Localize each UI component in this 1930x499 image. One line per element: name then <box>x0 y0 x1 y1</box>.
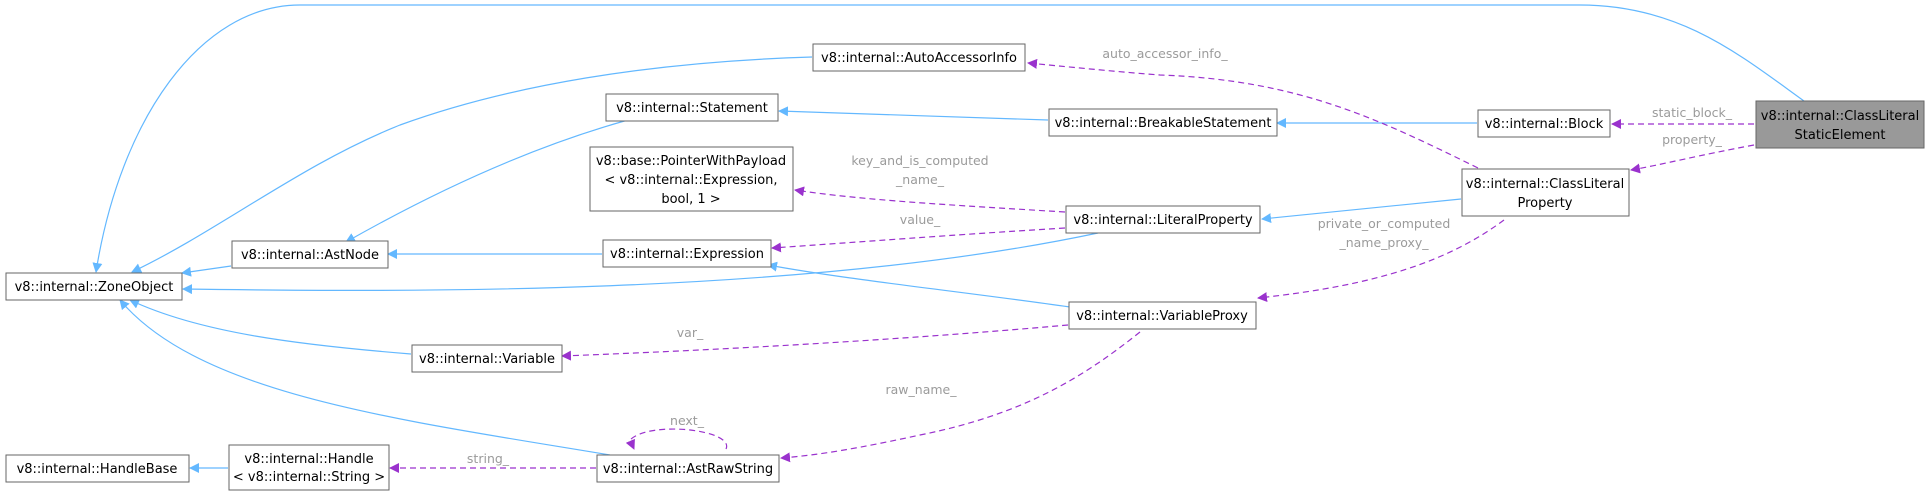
node-ast-node[interactable]: v8::internal::AstNode <box>231 240 389 269</box>
edge-raw-name-usage <box>780 331 1141 463</box>
node-expression[interactable]: v8::internal::Expression <box>602 239 772 268</box>
svg-text:v8::base::PointerWithPayload: v8::base::PointerWithPayload <box>596 154 786 169</box>
edge-static-element-to-zone-object <box>92 4 1805 273</box>
node-auto-accessor-info[interactable]: v8::internal::AutoAccessorInfo <box>812 43 1026 72</box>
node-handle-string[interactable]: v8::internal::Handle < v8::internal::Str… <box>228 444 390 491</box>
svg-text:StaticElement: StaticElement <box>1795 128 1886 143</box>
node-ast-raw-string[interactable]: v8::internal::AstRawString <box>596 454 780 483</box>
edge-value-usage <box>771 227 1066 253</box>
node-pointer-with-payload[interactable]: v8::base::PointerWithPayload < v8::inter… <box>589 146 794 212</box>
edge-labels: auto_accessor_info_ static_block_ proper… <box>467 46 1733 466</box>
svg-text:v8::internal::Expression: v8::internal::Expression <box>610 247 764 262</box>
node-class-literal-static-element[interactable]: v8::internal::ClassLiteral StaticElement <box>1755 100 1925 149</box>
edge-auto-accessor-info-usage <box>1027 58 1479 169</box>
node-variable-proxy[interactable]: v8::internal::VariableProxy <box>1068 301 1257 330</box>
edge-next-usage <box>625 428 727 450</box>
edge-key-and-is-computed-usage <box>794 186 1066 213</box>
label-key-and-is-computed-line2: _name_ <box>895 172 945 187</box>
svg-text:v8::internal::VariableProxy: v8::internal::VariableProxy <box>1076 309 1248 324</box>
svg-text:v8::internal::ZoneObject: v8::internal::ZoneObject <box>15 280 174 295</box>
svg-text:v8::internal::HandleBase: v8::internal::HandleBase <box>17 462 178 477</box>
node-literal-property[interactable]: v8::internal::LiteralProperty <box>1065 205 1261 234</box>
svg-text:v8::internal::BreakableStateme: v8::internal::BreakableStatement <box>1055 116 1272 131</box>
svg-text:< v8::internal::String >: < v8::internal::String > <box>233 470 385 485</box>
label-key-and-is-computed-line1: key_and_is_computed <box>851 153 988 168</box>
edge-property-usage <box>1630 144 1755 174</box>
node-statement[interactable]: v8::internal::Statement <box>605 93 779 122</box>
node-variable[interactable]: v8::internal::Variable <box>411 344 563 373</box>
edge-ast-raw-string-to-zone-object <box>119 299 611 456</box>
label-auto-accessor-info: auto_accessor_info_ <box>1102 46 1228 61</box>
edge-statement-to-ast-node <box>345 119 629 243</box>
svg-text:v8::internal::LiteralProperty: v8::internal::LiteralProperty <box>1073 213 1253 228</box>
label-static-block: static_block_ <box>1652 105 1733 120</box>
label-value: value_ <box>900 212 941 227</box>
svg-text:< v8::internal::Expression,: < v8::internal::Expression, <box>604 173 777 188</box>
svg-text:v8::internal::ClassLiteral: v8::internal::ClassLiteral <box>1466 177 1624 192</box>
svg-text:v8::internal::Handle: v8::internal::Handle <box>244 452 373 467</box>
node-handle-base[interactable]: v8::internal::HandleBase <box>5 454 190 483</box>
label-string: string_ <box>467 451 510 466</box>
edge-literal-property-to-zone-object <box>182 232 1099 295</box>
edge-breakable-to-statement <box>778 106 1049 121</box>
edge-private-or-computed-usage <box>1257 219 1505 303</box>
svg-text:v8::internal::AstRawString: v8::internal::AstRawString <box>603 462 773 477</box>
edge-var-usage <box>561 324 1069 361</box>
inheritance-edges <box>92 4 1805 473</box>
edge-variable-proxy-to-expression <box>767 261 1071 308</box>
edge-auto-accessor-to-zone-object <box>131 56 813 273</box>
svg-text:Property: Property <box>1517 196 1572 211</box>
label-private-or-computed-line2: _name_proxy_ <box>1338 235 1429 250</box>
node-zone-object[interactable]: v8::internal::ZoneObject <box>5 272 183 301</box>
svg-text:v8::internal::ClassLiteral: v8::internal::ClassLiteral <box>1761 109 1919 124</box>
svg-text:v8::internal::AstNode: v8::internal::AstNode <box>241 248 379 263</box>
svg-text:v8::internal::Statement: v8::internal::Statement <box>616 101 768 116</box>
label-private-or-computed-line1: private_or_computed <box>1318 216 1451 231</box>
label-property: property_ <box>1662 132 1723 147</box>
edge-variable-to-zone-object <box>129 299 412 355</box>
usage-edges <box>389 58 1755 473</box>
svg-text:bool, 1 >: bool, 1 > <box>661 192 720 207</box>
node-breakable-statement[interactable]: v8::internal::BreakableStatement <box>1048 108 1278 137</box>
node-block[interactable]: v8::internal::Block <box>1477 109 1611 138</box>
label-next: next_ <box>670 413 705 428</box>
svg-text:v8::internal::Block: v8::internal::Block <box>1485 117 1604 132</box>
edge-ast-node-to-zone-object <box>181 265 232 277</box>
label-raw-name: raw_name_ <box>886 382 958 397</box>
svg-text:v8::internal::AutoAccessorInfo: v8::internal::AutoAccessorInfo <box>821 51 1017 66</box>
edge-class-literal-property-to-literal-property <box>1261 198 1462 224</box>
node-class-literal-property[interactable]: v8::internal::ClassLiteral Property <box>1461 168 1630 217</box>
label-var: var_ <box>677 325 704 340</box>
svg-text:v8::internal::Variable: v8::internal::Variable <box>419 352 555 367</box>
